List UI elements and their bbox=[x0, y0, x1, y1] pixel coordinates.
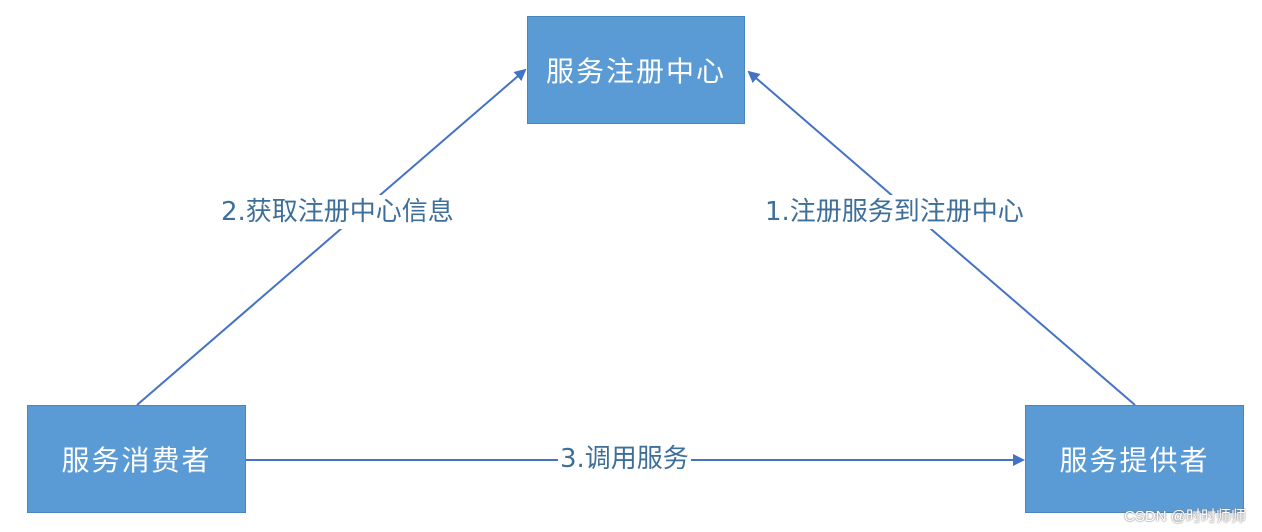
node-service-consumer: 服务消费者 bbox=[27, 405, 246, 513]
node-service-registry-label: 服务注册中心 bbox=[545, 55, 726, 88]
edge-label-invoke-service: 3.调用服务 bbox=[558, 442, 691, 476]
node-service-registry: 服务注册中心 bbox=[527, 16, 745, 124]
edge-label-register-service: 1.注册服务到注册中心 bbox=[763, 195, 1026, 229]
edge-consumer-to-registry bbox=[136, 68, 527, 406]
edge-label-get-registry-info: 2.获取注册中心信息 bbox=[219, 195, 456, 229]
edge-provider-to-registry bbox=[747, 70, 1136, 406]
node-service-consumer-label: 服务消费者 bbox=[61, 444, 212, 477]
watermark: CSDN @时时师师 bbox=[1124, 508, 1246, 525]
node-service-provider: 服务提供者 bbox=[1025, 405, 1244, 513]
node-service-provider-label: 服务提供者 bbox=[1059, 444, 1210, 477]
